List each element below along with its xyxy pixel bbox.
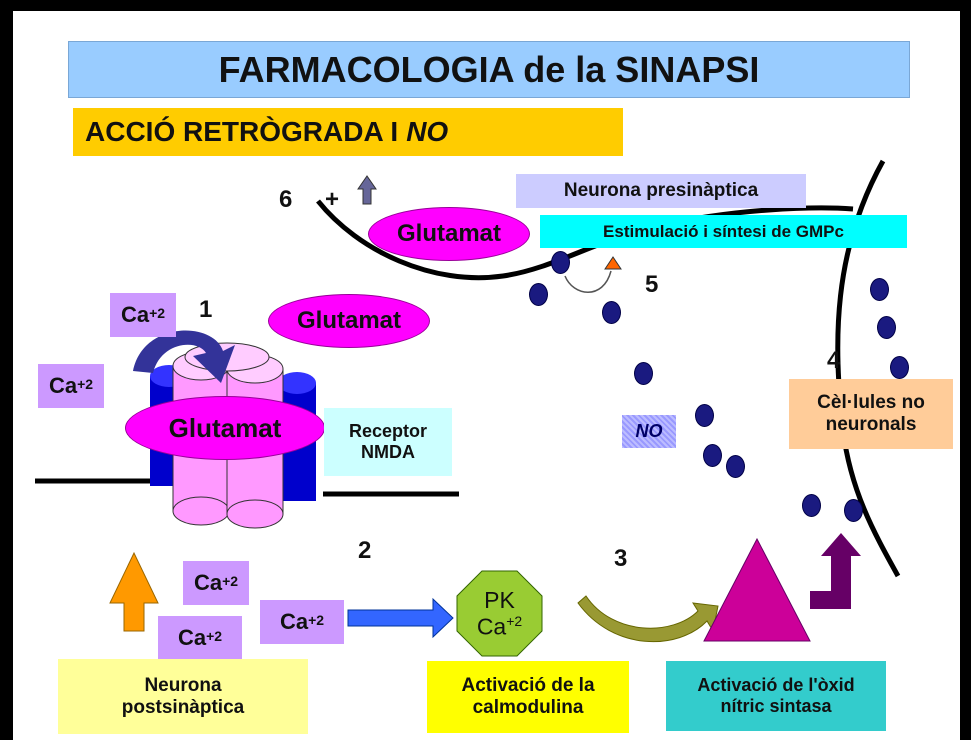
no-molecule	[551, 251, 570, 274]
no-molecule	[890, 356, 909, 379]
step-number-1: 1	[199, 296, 213, 323]
calcium-ion: Ca+2	[110, 293, 176, 337]
step-number-4: 4	[827, 347, 841, 374]
curved-arrow-3	[577, 595, 719, 643]
pk-octagon	[456, 570, 543, 657]
no-molecule	[634, 362, 653, 385]
calcium-ion: Ca+2	[260, 600, 344, 644]
no-molecule	[695, 404, 714, 427]
calcium-ion: Ca+2	[158, 616, 242, 660]
postsynaptic-up-arrow	[109, 551, 159, 632]
calcium-ion: Ca+2	[38, 364, 104, 408]
no-molecule	[844, 499, 863, 522]
slide-subtitle: ACCIÓ RETRÒGRADA I NO	[73, 108, 623, 156]
slide-title: FARMACOLOGIA de la SINAPSI	[68, 41, 910, 98]
corner-arrow-4	[810, 533, 861, 609]
activation-arrow	[347, 597, 454, 639]
glutamat-molecule: Glutamat	[368, 207, 530, 261]
no-molecule	[726, 455, 745, 478]
calcium-ion: Ca+2	[183, 561, 249, 605]
up-arrow-6	[357, 175, 377, 205]
step-number-6: 6	[279, 186, 293, 213]
subtitle-italic: NO	[406, 116, 449, 147]
step-number-2: 2	[358, 537, 372, 564]
nos-triangle	[703, 537, 811, 642]
calcium-entry-arrow	[133, 330, 235, 383]
nitric-oxide-label: NO	[622, 415, 676, 448]
gmpc-arrow	[564, 270, 612, 293]
no-molecule	[529, 283, 548, 306]
gmpc-stimulation-label: Estimulació i síntesi de GMPc	[540, 215, 907, 248]
no-molecule	[870, 278, 889, 301]
no-molecule	[877, 316, 896, 339]
presynaptic-neuron-label: Neurona presinàptica	[516, 174, 806, 208]
glutamat-molecule: Glutamat	[125, 396, 325, 460]
no-molecule	[703, 444, 722, 467]
glutamat-molecule: Glutamat	[268, 294, 430, 348]
step-number-3: 3	[614, 545, 628, 572]
no-molecule	[802, 494, 821, 517]
presynaptic-membrane	[316, 199, 854, 281]
slide: FARMACOLOGIA de la SINAPSI ACCIÓ RETRÒGR…	[13, 11, 960, 740]
step-number-5: 5	[645, 271, 659, 298]
no-molecule	[602, 301, 621, 324]
subtitle-text: ACCIÓ RETRÒGRADA I	[85, 116, 399, 147]
pk-calcium-label: PK Ca+2	[476, 586, 523, 640]
plus-sign: +	[325, 186, 340, 213]
